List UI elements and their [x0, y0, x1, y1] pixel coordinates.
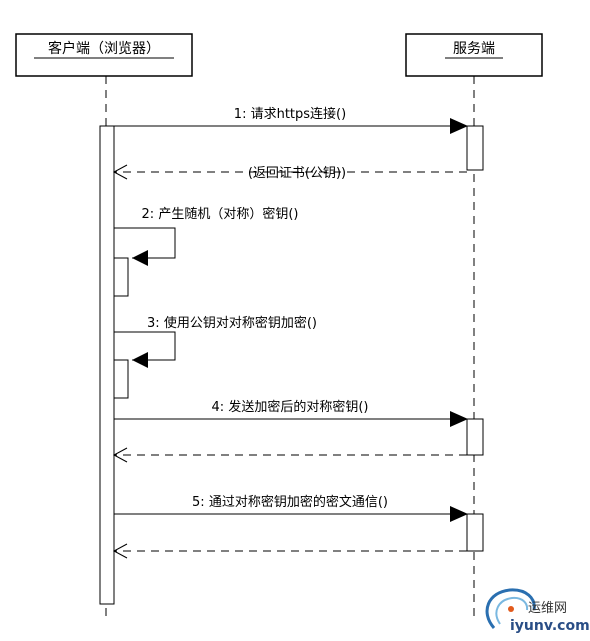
server-label: 服务端	[453, 41, 495, 57]
server-activation-5	[466, 513, 484, 552]
server-box	[405, 33, 543, 77]
watermark-logo-icon	[485, 588, 536, 629]
message-4-label: 4: 发送加密后的对称密钥()	[212, 399, 369, 415]
watermark-domain-text: iyunv.com	[510, 618, 590, 634]
message-3-label: 3: 使用公钥对对称密钥加密()	[147, 315, 317, 331]
return-1: (返回证书(公钥))	[112, 164, 467, 181]
message-2-activation	[113, 257, 129, 297]
message-3-activation	[113, 359, 129, 399]
client-activation-bar	[99, 125, 115, 605]
return-1-arrowhead	[112, 164, 128, 180]
message-2-arrowhead	[132, 250, 148, 266]
message-2-label: 2: 产生随机（对称）密钥()	[142, 206, 299, 222]
return-4-arrowhead	[112, 447, 128, 463]
client-box	[15, 33, 193, 77]
message-3: 3: 使用公钥对对称密钥加密()	[113, 315, 317, 399]
message-1: 1: 请求https连接()	[114, 106, 468, 134]
message-2: 2: 产生随机（对称）密钥()	[113, 206, 299, 297]
watermark-cn-text: 运维网	[528, 601, 567, 616]
message-1-label: 1: 请求https连接()	[234, 106, 346, 122]
server-participant: 服务端	[405, 33, 543, 77]
watermark: 运维网 iyunv.com	[485, 588, 590, 634]
return-1-label: (返回证书(公钥))	[248, 166, 346, 181]
server-activation-1	[466, 125, 484, 171]
message-3-self-arrow	[114, 331, 176, 361]
message-3-arrowhead	[132, 352, 148, 368]
message-4: 4: 发送加密后的对称密钥()	[114, 399, 468, 427]
client-label: 客户端（浏览器）	[48, 40, 160, 57]
return-4	[112, 447, 467, 463]
client-participant: 客户端（浏览器）	[15, 33, 193, 77]
message-2-self-arrow	[114, 227, 176, 259]
return-5-arrowhead	[112, 543, 128, 559]
return-5	[112, 543, 467, 559]
message-5: 5: 通过对称密钥加密的密文通信()	[114, 494, 468, 522]
server-activation-4	[466, 418, 484, 456]
message-5-label: 5: 通过对称密钥加密的密文通信()	[192, 494, 388, 510]
